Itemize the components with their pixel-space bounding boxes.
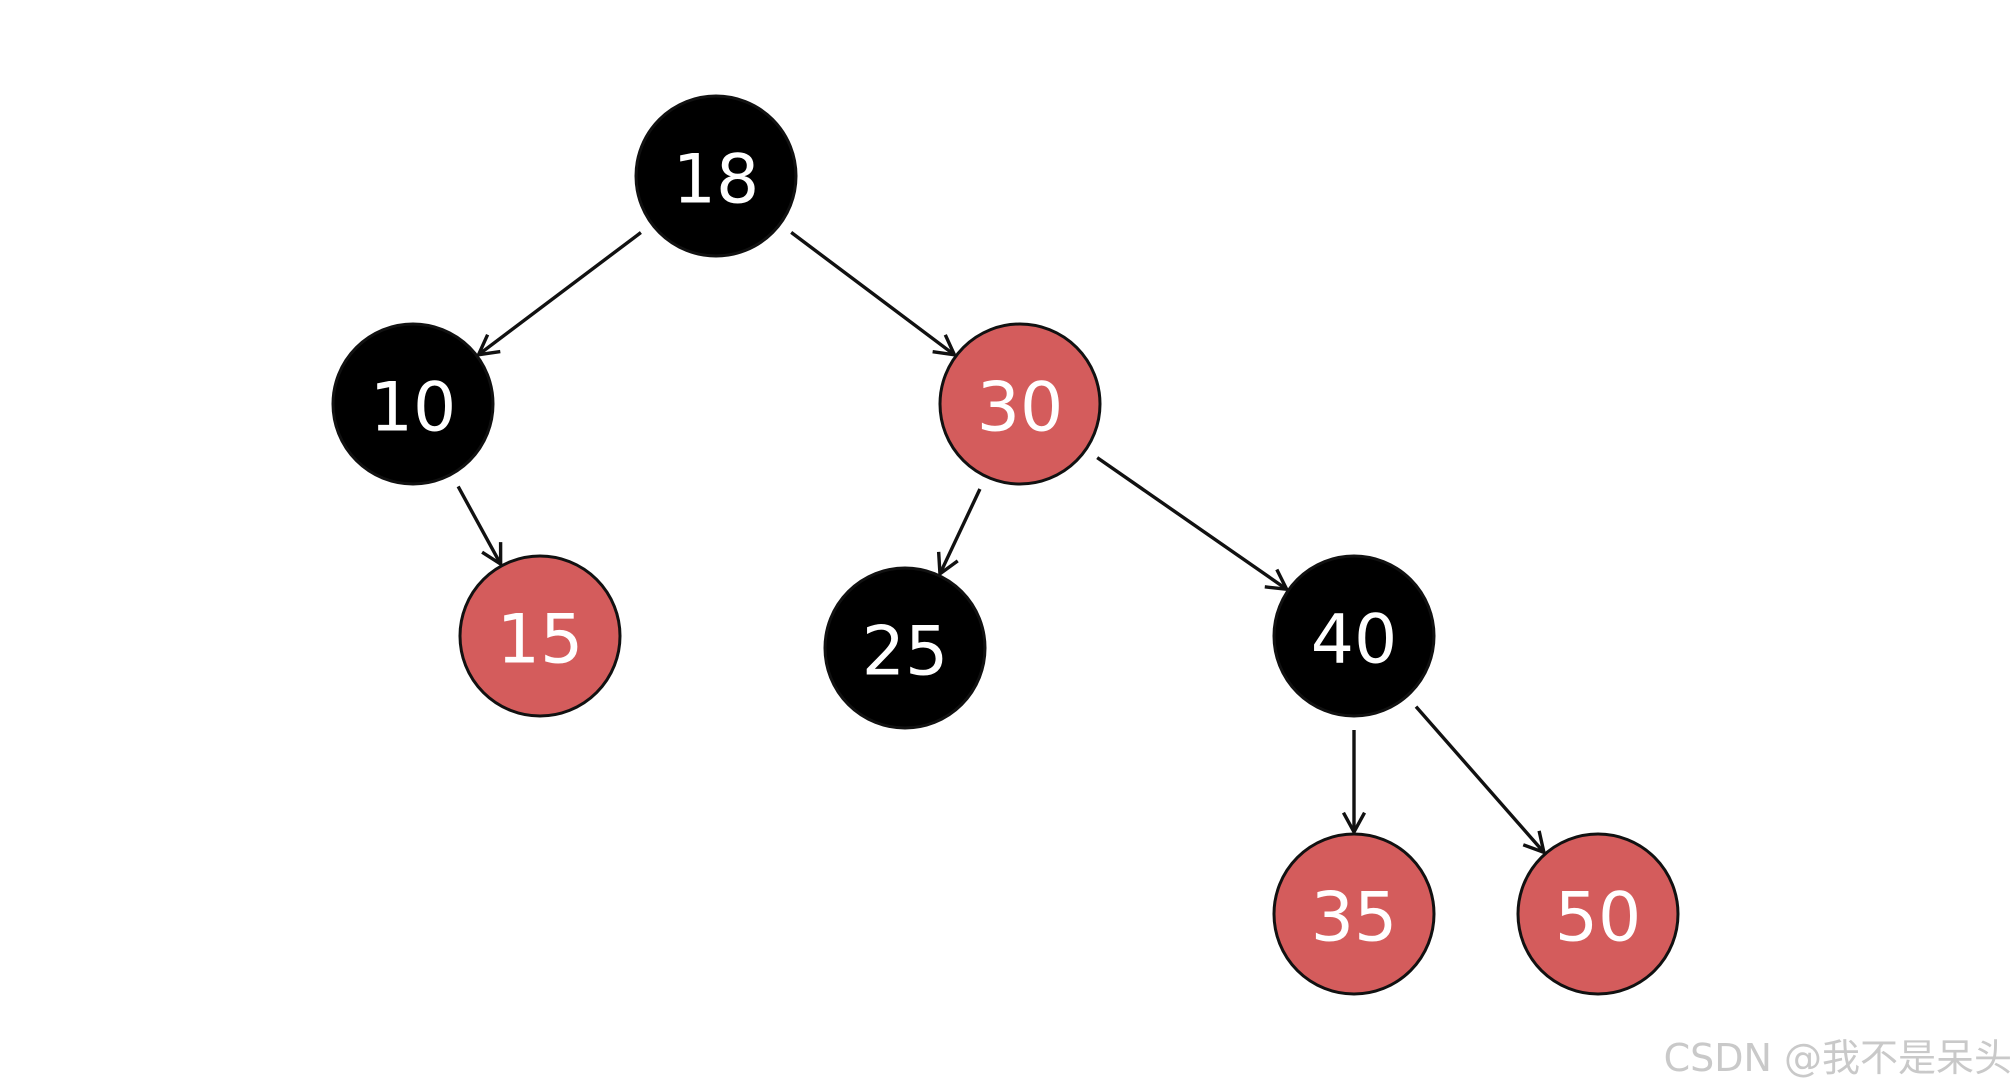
tree-node-10: 10 [331,322,495,486]
node-label: 40 [1311,601,1398,680]
tree-edges [456,231,1547,856]
red-node-circle [458,554,622,718]
edge-line [1414,705,1546,854]
node-label: 35 [1311,879,1398,958]
tree-node-35: 35 [1272,832,1436,996]
node-label: 25 [862,613,949,692]
edge-40-35 [1341,730,1367,836]
edge-10-15 [456,485,503,568]
edge-18-10 [475,231,642,357]
tree-node-18: 18 [634,94,798,258]
black-node-circle [1272,554,1436,718]
node-label: 15 [497,601,584,680]
arrowhead-icon [936,551,959,578]
edge-40-50 [1414,705,1547,856]
node-label: 10 [370,369,457,448]
arrowhead-icon [481,542,503,568]
arrowhead-icon [1522,830,1547,856]
tree-nodes: 18 10 30 15 25 40 35 50 [331,94,1680,996]
black-node-circle [823,566,987,730]
black-node-circle [634,94,798,258]
tree-node-40: 40 [1272,554,1436,718]
arrowhead-icon [1264,568,1290,592]
tree-node-15: 15 [458,554,622,718]
edge-line [477,231,642,357]
edge-30-25 [936,488,982,578]
tree-node-50: 50 [1516,832,1680,996]
watermark-text: CSDN @我不是呆头 [1663,1036,2012,1080]
edge-line [938,488,982,575]
edge-30-40 [1096,456,1290,592]
red-node-circle [1516,832,1680,996]
node-label: 18 [673,141,760,220]
node-label: 30 [977,369,1064,448]
tree-node-25: 25 [823,566,987,730]
edge-line [456,485,503,565]
node-label: 50 [1555,879,1642,958]
tree-node-30: 30 [938,322,1102,486]
red-node-circle [1272,832,1436,996]
black-node-circle [331,322,495,486]
red-node-circle [938,322,1102,486]
arrowhead-icon [475,333,501,357]
arrowhead-icon [1341,811,1367,836]
edge-18-30 [790,231,958,357]
edge-line [1096,456,1288,591]
edge-line [790,231,956,357]
arrowhead-icon [932,334,958,357]
